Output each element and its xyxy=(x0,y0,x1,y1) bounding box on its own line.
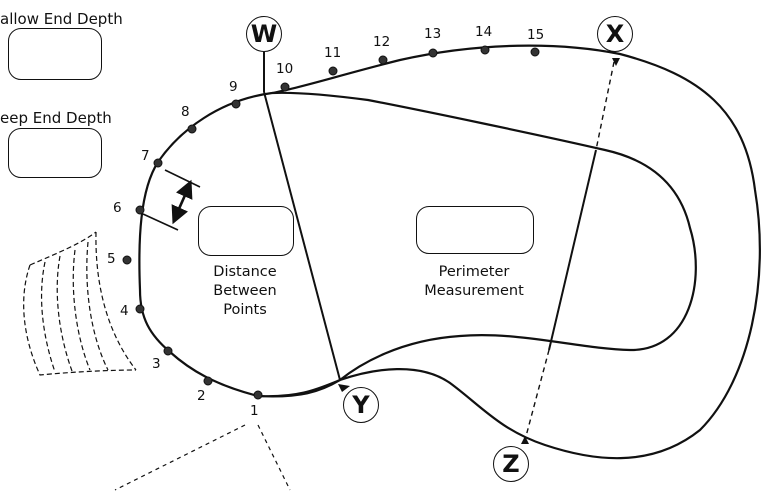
point-label-10: 10 xyxy=(276,61,294,77)
marker-x: X xyxy=(597,16,633,52)
point-label-7: 7 xyxy=(141,148,150,164)
point-label-15: 15 xyxy=(527,27,545,43)
pool-stairs-outline xyxy=(23,231,137,376)
distance-label-line-1: Distance xyxy=(213,264,277,280)
x-z-solid xyxy=(548,149,597,351)
deep-end-depth-box xyxy=(8,128,102,178)
point-label-13: 13 xyxy=(424,26,442,42)
point-label-6: 6 xyxy=(113,200,122,216)
point-15 xyxy=(530,47,540,57)
point-label-1: 1 xyxy=(250,403,259,419)
point-label-11: 11 xyxy=(324,45,342,61)
point-label-8: 8 xyxy=(181,104,190,120)
point-5 xyxy=(122,255,132,265)
dim-arrow-down xyxy=(171,193,189,225)
point-4 xyxy=(135,304,145,314)
point-9 xyxy=(231,99,241,109)
point-label-5: 5 xyxy=(107,251,116,267)
point-label-14: 14 xyxy=(475,24,493,40)
y-pointer xyxy=(338,384,350,392)
point-label-4: 4 xyxy=(120,303,129,319)
distance-between-points-box xyxy=(198,206,294,256)
w-y-line xyxy=(263,91,341,381)
point-2 xyxy=(203,376,213,386)
x-pointer xyxy=(612,58,620,66)
perimeter-label-line-2: Measurement xyxy=(424,282,524,299)
perimeter-measurement-box xyxy=(416,206,534,254)
perimeter-label-line-1: Perimeter xyxy=(438,264,510,280)
distance-label-line-2: Between xyxy=(213,282,277,299)
dim-tick-bottom xyxy=(142,213,179,231)
point-1 xyxy=(253,390,263,400)
point-6 xyxy=(135,205,145,215)
shallow-end-depth-box xyxy=(8,28,102,80)
marker-w: W xyxy=(246,16,282,52)
point-3 xyxy=(163,346,173,356)
point-7 xyxy=(153,158,163,168)
point-label-2: 2 xyxy=(197,388,206,404)
point-13 xyxy=(428,48,438,58)
marker-z: Z xyxy=(493,446,529,482)
point-11 xyxy=(328,66,338,76)
marker-y: Y xyxy=(343,387,379,423)
deep-end-depth-label: eep End Depth xyxy=(0,109,112,127)
distance-label-line-3: Points xyxy=(223,301,267,318)
point-8 xyxy=(187,124,197,134)
point-label-12: 12 xyxy=(373,34,391,50)
point-label-9: 9 xyxy=(229,79,238,95)
point-12 xyxy=(378,55,388,65)
bottom-dashed-right xyxy=(257,424,291,491)
bottom-dashed-left xyxy=(114,424,246,491)
perimeter-measurement-label: Perimeter Measurement xyxy=(410,263,538,301)
x-top-dashed xyxy=(595,61,615,151)
z-pointer xyxy=(521,436,529,444)
z-bottom-dashed xyxy=(524,349,550,441)
point-14 xyxy=(480,45,490,55)
dim-tick-top xyxy=(164,169,201,188)
point-label-3: 3 xyxy=(152,356,161,372)
distance-between-points-label: Distance Between Points xyxy=(195,263,295,320)
perimeter-points xyxy=(122,45,540,400)
shallow-end-depth-label: allow End Depth xyxy=(0,10,123,28)
point-10 xyxy=(280,82,290,92)
